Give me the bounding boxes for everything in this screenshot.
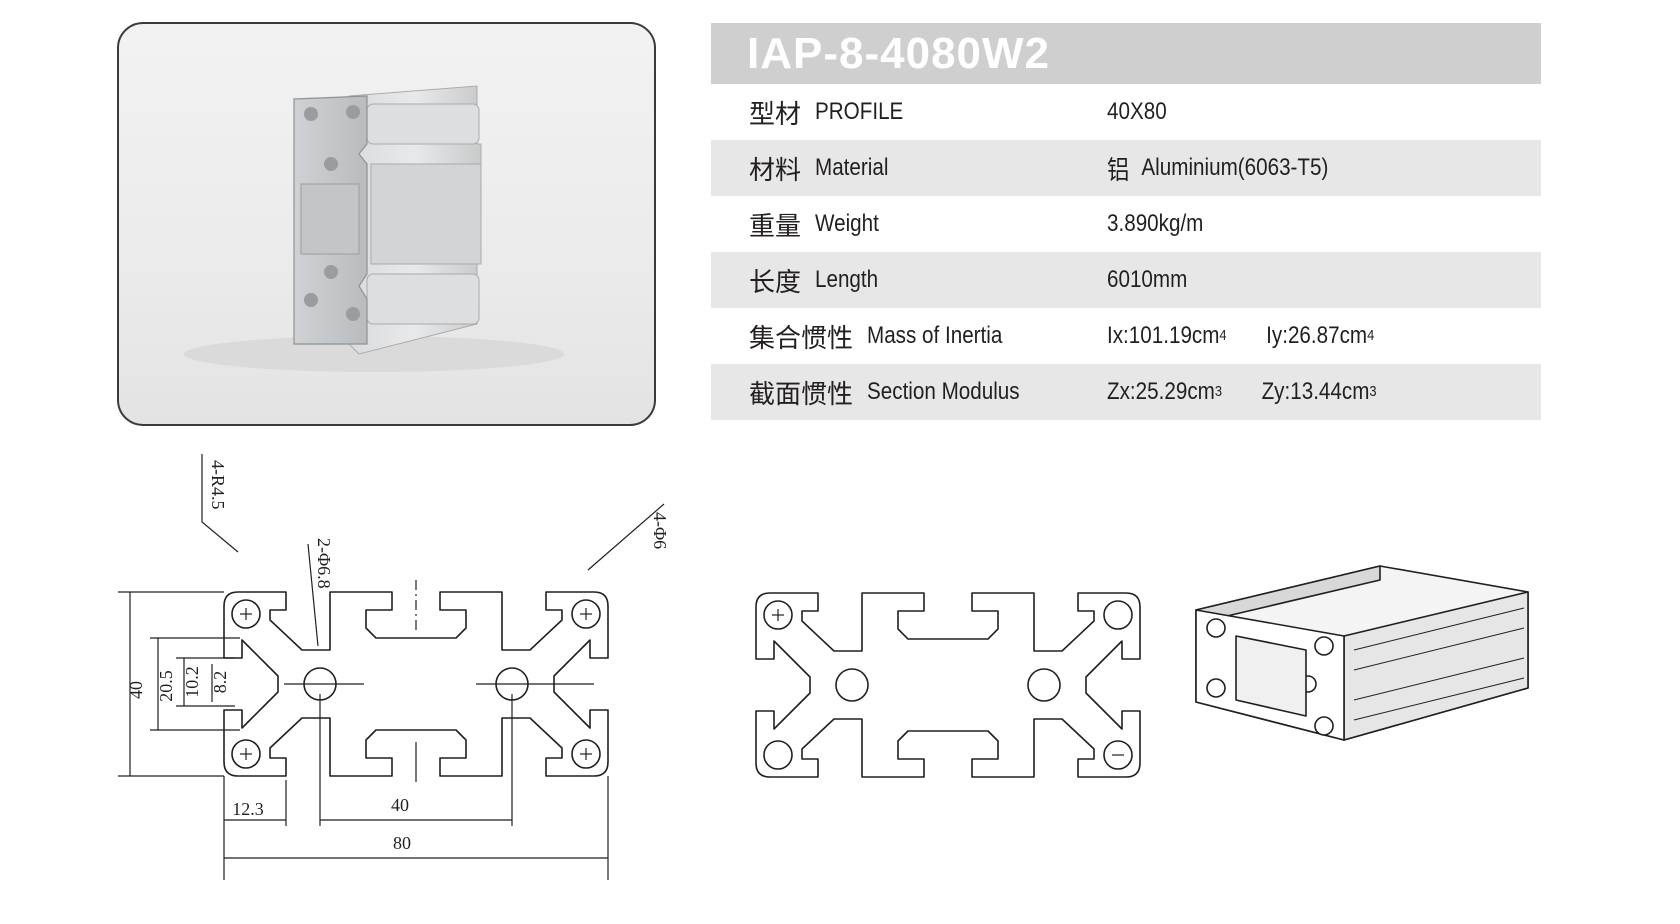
spec-label-zh: 集合惯性 [749,323,854,354]
plain-section-drawing [755,592,1141,778]
spec-table: IAP-8-4080W2 型材 PROFILE 40X80 材料 Materia… [711,23,1541,420]
dimensioned-section-drawing [223,580,609,782]
technical-drawings: 40 20.5 10.2 8.2 12.3 40 80 4-R4.5 2-Φ6.… [118,454,1529,880]
dim-12-3: 12.3 [232,799,264,819]
spec-label-en: PROFILE [815,98,904,125]
product-photo [117,22,656,426]
spec-label-en: Length [815,266,879,293]
title-bar: IAP-8-4080W2 [711,23,1541,84]
spec-row-material: 材料 Material 铝 Aluminium(6063-T5) [711,140,1541,196]
isometric-profile-drawing [1195,565,1529,741]
spec-label-en: Mass of Inertia [867,322,1003,349]
spec-label-en: Section Modulus [867,378,1020,405]
dim-8-2: 8.2 [210,671,230,694]
spec-label-zh: 型材 [749,99,802,130]
dimension-labels: 40 20.5 10.2 8.2 12.3 40 80 4-R4.5 2-Φ6.… [126,460,670,853]
inertia-iy: Iy:26.87cm [1266,322,1368,349]
spec-value: 3.890kg/m [1107,210,1204,237]
dim-10-2: 10.2 [182,666,202,698]
product-title: IAP-8-4080W2 [747,28,1051,78]
profile-photo-illustration [184,85,564,372]
spec-row-profile: 型材 PROFILE 40X80 [711,84,1541,140]
dimension-lines [118,454,665,880]
modulus-zy: Zy:13.44cm [1261,378,1370,405]
dim-center-holes: 2-Φ6.8 [314,538,334,589]
dim-40: 40 [391,795,409,815]
spec-label-en: Material [815,154,889,181]
spec-label-zh: 材料 [749,155,802,186]
spec-value: Aluminium(6063-T5) [1141,154,1329,181]
dim-20-5: 20.5 [156,670,176,702]
inertia-ix: Ix:101.19cm [1107,322,1220,349]
spec-label-zh: 截面惯性 [749,379,854,410]
modulus-zx: Zx:25.29cm [1107,378,1215,405]
dim-corner-holes: 4-Φ6 [650,512,670,549]
spec-row-weight: 重量 Weight 3.890kg/m [711,196,1541,252]
spec-value: 6010mm [1107,266,1188,293]
spec-value-zh: 铝 [1107,155,1130,186]
spec-label-en: Weight [815,210,879,237]
spec-label-zh: 重量 [749,211,802,242]
spec-row-length: 长度 Length 6010mm [711,252,1541,308]
spec-label-zh: 长度 [749,267,802,298]
spec-value: 40X80 [1107,98,1167,125]
dim-height: 40 [126,681,146,699]
dim-80: 80 [393,833,411,853]
dim-corner-radius: 4-R4.5 [208,460,228,510]
